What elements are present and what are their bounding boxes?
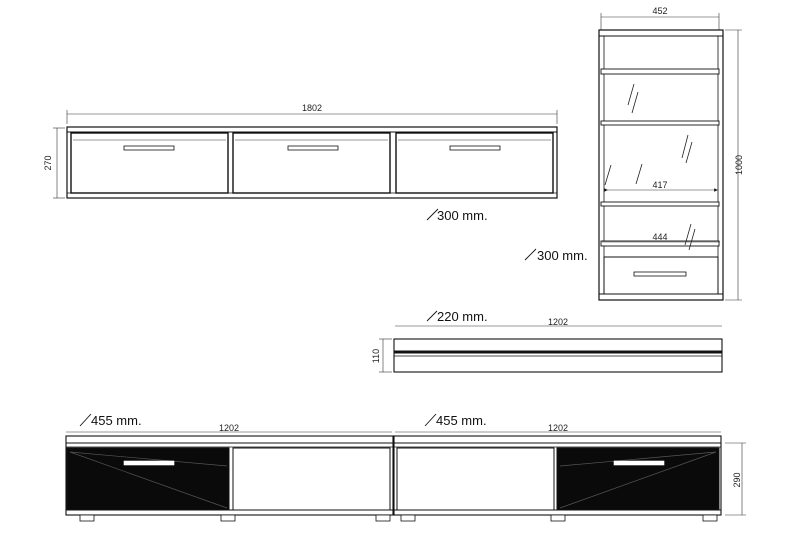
depth-mark — [426, 208, 439, 221]
depth-label: 300 mm. — [437, 208, 488, 223]
small-shelf-height-label: 110 — [371, 349, 381, 363]
glass-reflection-marks — [604, 83, 696, 251]
tv-left-foot-2 — [220, 514, 236, 522]
shelf-small: 220 mm. 1202 110 — [371, 309, 723, 373]
vitrine-depth-label: 300 mm. — [537, 248, 588, 263]
tv-left-open-compartment — [232, 447, 391, 511]
small-shelf-depth-mark — [426, 310, 438, 322]
tv-left-depth-label: 455 mm. — [91, 413, 142, 428]
tv-right-open-compartment — [396, 447, 555, 511]
small-shelf-width-label: 1202 — [548, 317, 568, 327]
tv-right-foot-2 — [550, 514, 566, 522]
tv-right-foot-3 — [702, 514, 718, 522]
tv-left-dark-drawer — [66, 447, 230, 511]
tv-right-height-label: 290 — [732, 472, 742, 487]
tv-right-width-label: 1202 — [548, 423, 568, 433]
tv-right-depth-label: 455 mm. — [436, 413, 487, 428]
tv-left-width-label: 1202 — [219, 423, 239, 433]
tv-right-drawer-handle — [613, 460, 665, 466]
vitrine-width-label: 452 — [652, 6, 667, 16]
tv-right-foot-1 — [400, 514, 416, 522]
drawer-front-3 — [395, 132, 554, 194]
drawer-handle-3 — [449, 145, 501, 151]
vitrine-shelf-4 — [600, 240, 720, 247]
vitrine-shelf-3 — [600, 201, 720, 207]
drawer-handle-1 — [123, 145, 175, 151]
vitrine-body — [598, 29, 724, 301]
drawer-front-2 — [232, 132, 391, 194]
tv-left-depth-mark — [79, 413, 92, 427]
wall-shelf-top: 1802 270 300 mm. — [43, 103, 558, 223]
small-shelf-depth-label: 220 mm. — [437, 309, 488, 324]
width-label: 1802 — [302, 103, 322, 113]
small-shelf-body — [393, 338, 723, 373]
tv-unit-right: 455 mm. 1202 290 — [393, 413, 746, 522]
lower-width-label: 444 — [652, 232, 667, 242]
vitrine-depth-mark — [524, 248, 537, 261]
vitrine-drawer-handle — [633, 271, 687, 277]
tv-left-foot-1 — [79, 514, 95, 522]
tv-left-foot-3 — [375, 514, 391, 522]
tv-unit-left: 455 mm. 1202 — [65, 413, 394, 522]
vitrine-height-label: 1000 — [734, 155, 744, 175]
height-label: 270 — [43, 155, 53, 170]
vitrine-shelf-1 — [600, 68, 720, 75]
drawer-handle-2 — [287, 145, 339, 151]
vitrine: 452 1000 417 444 300 mm. — [524, 6, 744, 301]
inner-width-label: 417 — [652, 180, 667, 190]
vitrine-shelf-2 — [600, 120, 720, 126]
tv-right-depth-mark — [424, 413, 437, 427]
drawer-front-1 — [70, 132, 229, 194]
tv-left-drawer-handle — [123, 460, 175, 466]
